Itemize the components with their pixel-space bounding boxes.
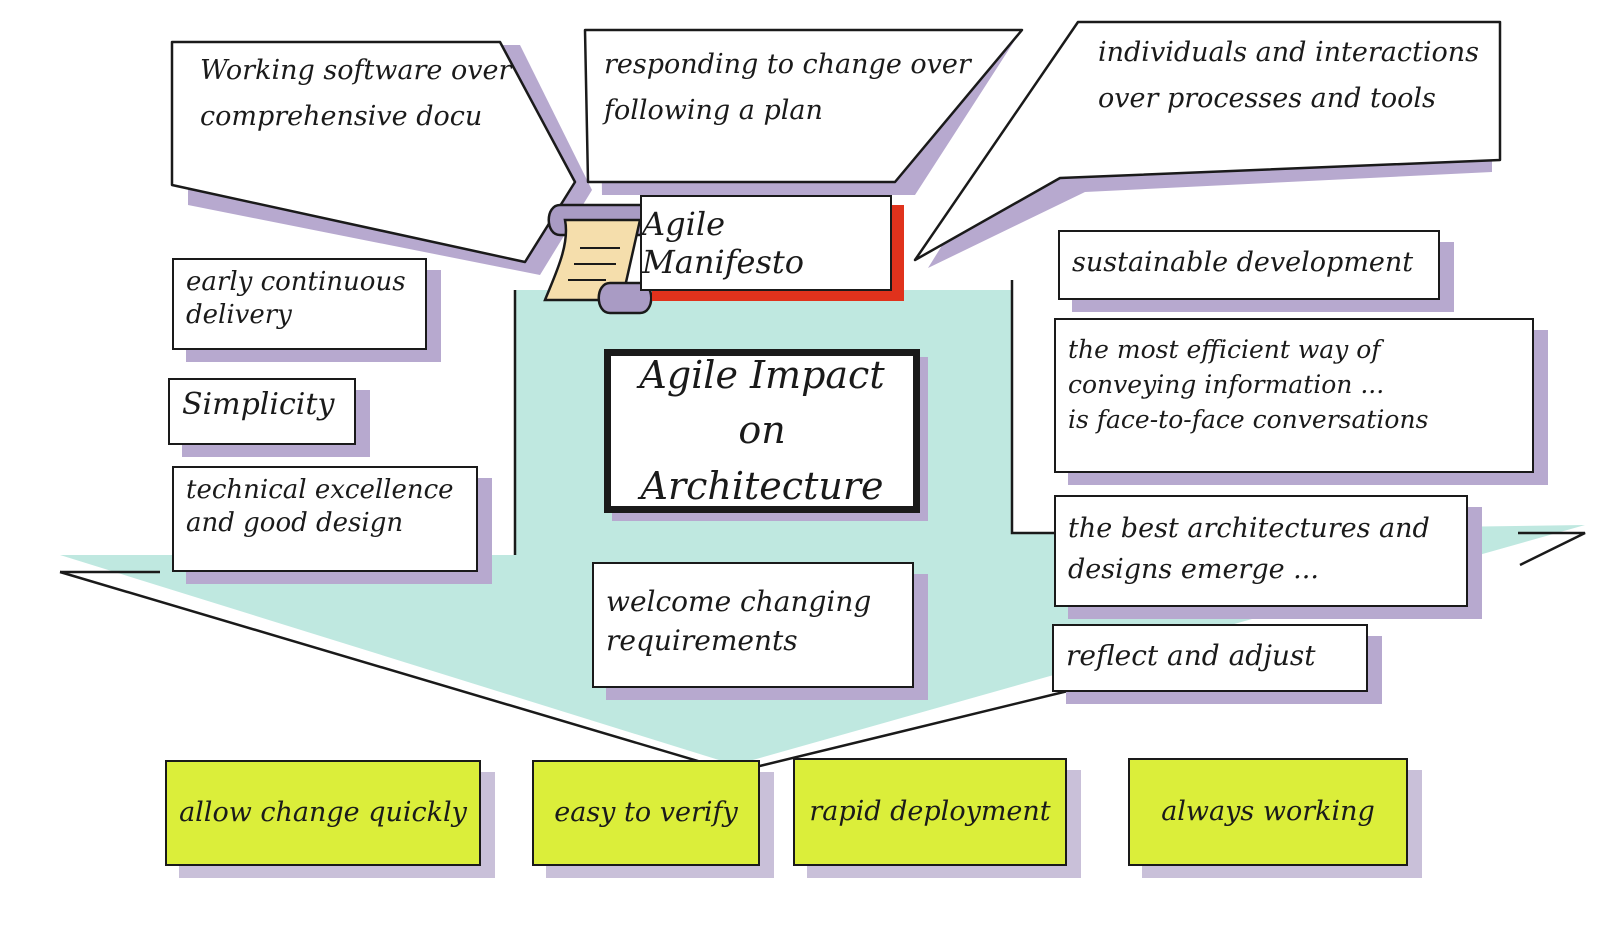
callout-text-working-software: Working software over comprehensive docu — [200, 55, 512, 132]
outcome-text: easy to verify — [554, 797, 738, 829]
principle-text: the most efficient way of conveying info… — [1068, 335, 1429, 434]
center-title-agile-impact: Agile Impact on Architecture — [604, 349, 920, 513]
principle-text: early continuous delivery — [186, 267, 406, 330]
principle-text: sustainable development — [1072, 247, 1414, 278]
principle-technical-excellence: technical excellence and good design — [172, 466, 478, 572]
principle-reflect-and-adjust: reflect and adjust — [1052, 624, 1368, 692]
outcome-text: always working — [1161, 796, 1375, 828]
callout-responding-to-change — [583, 28, 1024, 184]
agile-manifesto-label: Agile Manifesto — [640, 195, 892, 291]
outcome-text: rapid deployment — [809, 796, 1051, 828]
principle-best-architectures-emerge: the best architectures and designs emerg… — [1054, 495, 1468, 607]
funnel-arrow-outline-tip — [1518, 531, 1586, 567]
callout-text-responding-to-change: responding to change over following a pl… — [604, 49, 971, 126]
principle-welcome-changing-requirements: welcome changing requirements — [592, 562, 914, 688]
outcome-easy-to-verify: easy to verify — [532, 760, 760, 866]
callout-text-individuals-interactions: individuals and interactions over proces… — [1098, 37, 1479, 114]
principle-early-continuous-delivery: early continuous delivery — [172, 258, 427, 350]
scroll-icon — [543, 203, 653, 315]
principle-text: technical excellence and good design — [186, 475, 454, 538]
principle-face-to-face-conversation: the most efficient way of conveying info… — [1054, 318, 1534, 473]
outcome-rapid-deployment: rapid deployment — [793, 758, 1067, 866]
outcome-text: allow change quickly — [179, 797, 467, 829]
principle-text: welcome changing requirements — [606, 585, 872, 658]
principle-sustainable-development: sustainable development — [1058, 230, 1440, 300]
outcome-always-working: always working — [1128, 758, 1408, 866]
principle-text: Simplicity — [182, 387, 335, 422]
principle-text: reflect and adjust — [1066, 639, 1316, 672]
outcome-allow-change-quickly: allow change quickly — [165, 760, 481, 866]
funnel-arrow — [60, 290, 1585, 765]
principle-simplicity: Simplicity — [168, 378, 356, 445]
principle-text: the best architectures and designs emerg… — [1068, 513, 1430, 585]
callout-individuals-interactions — [913, 20, 1502, 262]
